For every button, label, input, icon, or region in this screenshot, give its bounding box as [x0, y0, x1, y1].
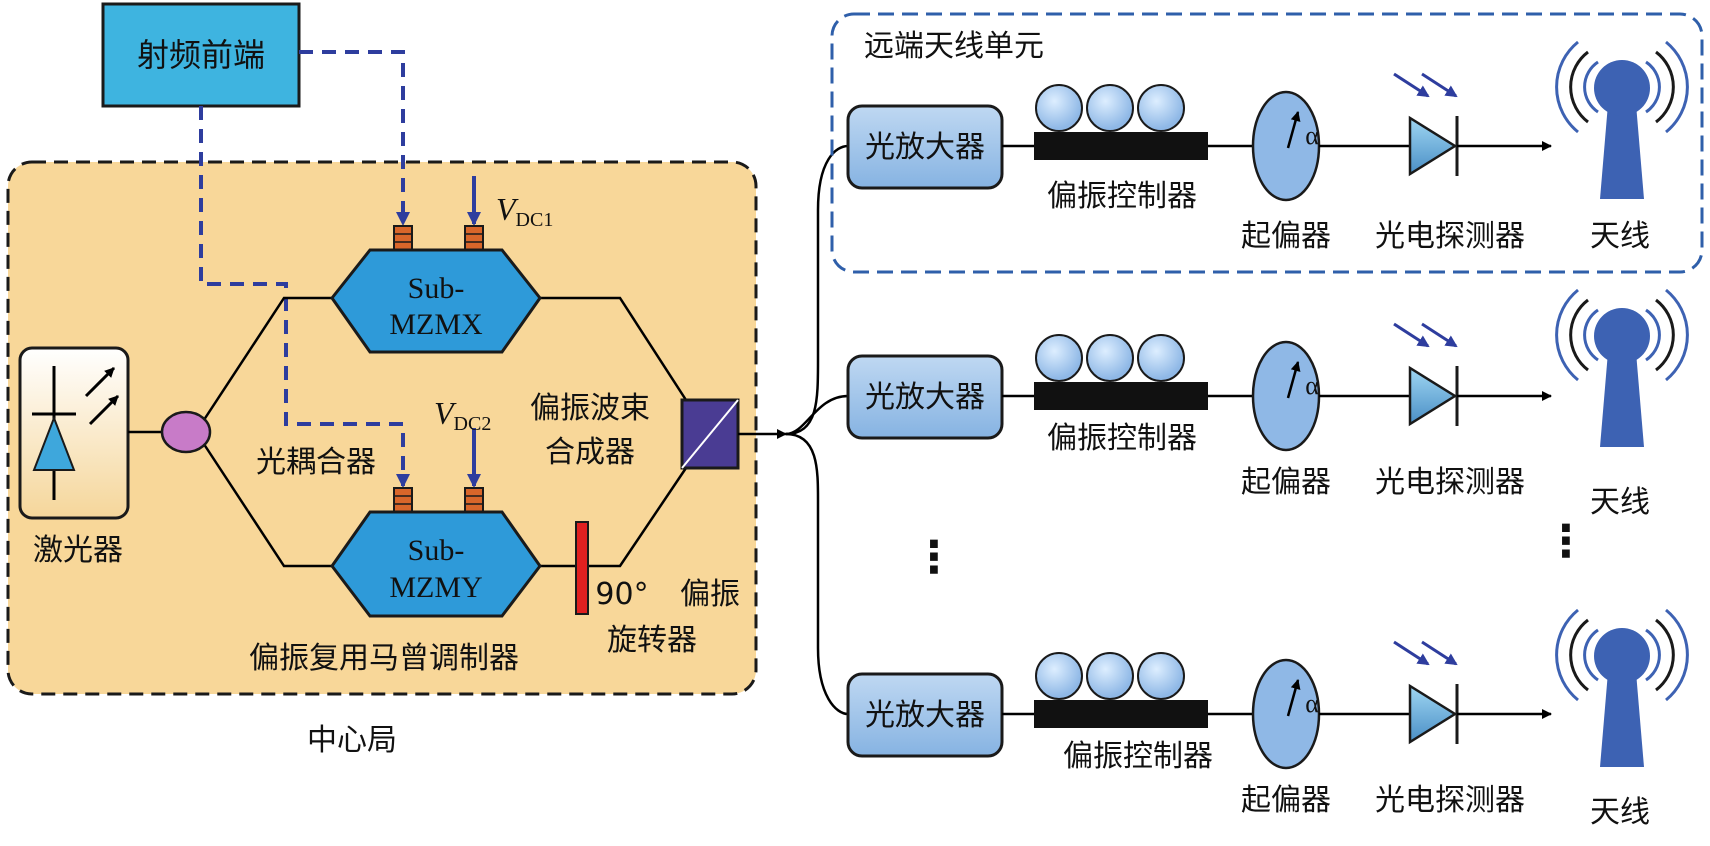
sub-mzm-x-label-2: MZMX [389, 308, 483, 341]
antenna-icon-3 [1555, 608, 1689, 769]
central-office-label: 中心局 [307, 723, 397, 758]
rf-frontend-label: 射频前端 [137, 36, 265, 74]
laser-label: 激光器 [33, 533, 123, 568]
central-office-box [6, 160, 758, 696]
laser-box [18, 346, 130, 520]
pbc-label-1: 偏振波束 [530, 391, 650, 426]
photodetector-label-2: 光电探测器 [1375, 465, 1525, 500]
sub-mzm-x-electrode-1 [393, 225, 413, 251]
pol-controller-label-2: 偏振控制器 [1047, 421, 1197, 456]
rf-signal-line-y [199, 106, 410, 488]
rotator-label-1: 偏振 [680, 577, 740, 612]
laser-emission-arrow-1 [84, 366, 116, 398]
alpha-label-3: α [1305, 689, 1319, 718]
sub-mzm-x [330, 248, 542, 354]
rotator-label-2: 旋转器 [607, 623, 697, 658]
sub-mzm-y-electrode-1 [393, 487, 413, 513]
antenna-label-2: 天线 [1590, 485, 1650, 520]
antenna-label-3: 天线 [1590, 795, 1650, 830]
alpha-label-1: α [1305, 121, 1319, 150]
alpha-label-2: α [1305, 371, 1319, 400]
amplifier-label-3: 光放大器 [865, 698, 985, 733]
ellipsis-right: ⋮ [1544, 516, 1588, 567]
splitter-branch-top [785, 144, 849, 436]
vdc1-label: VDC1 [496, 191, 553, 231]
photodetector-label-1: 光电探测器 [1375, 219, 1525, 254]
antenna-label-1: 天线 [1590, 219, 1650, 254]
coupler-icon [160, 410, 212, 454]
pol-controller-label-1: 偏振控制器 [1047, 179, 1197, 214]
pol-controller-label-3: 偏振控制器 [1063, 739, 1213, 774]
polarizer-label-1: 起偏器 [1241, 219, 1331, 254]
polarization-rotator [575, 521, 589, 615]
photodetector-label-3: 光电探测器 [1375, 783, 1525, 818]
remote-unit-label: 远端天线单元 [864, 29, 1044, 64]
rf-signal-line-x [299, 50, 410, 226]
remote-antenna-unit-box [830, 12, 1704, 274]
sub-mzm-y-label-1: Sub- [408, 534, 465, 567]
ellipsis-left: ⋮ [912, 532, 956, 583]
rotation-angle-label: 90° [595, 577, 648, 612]
amplifier-label-1: 光放大器 [865, 130, 985, 165]
coupler-label: 光耦合器 [256, 445, 376, 480]
amplifier-label-2: 光放大器 [865, 380, 985, 415]
sub-mzm-y-label-2: MZMY [389, 571, 482, 604]
modulator-label: 偏振复用马曾调制器 [249, 641, 519, 676]
antenna-icon-1 [1555, 40, 1689, 201]
laser-emission-arrow-2 [88, 394, 120, 426]
sub-mzm-x-label-1: Sub- [408, 272, 465, 305]
polarizer-label-2: 起偏器 [1241, 465, 1331, 500]
polarizer-label-3: 起偏器 [1241, 783, 1331, 818]
splitter-branch-middle [785, 394, 849, 436]
vdc2-label: VDC2 [434, 395, 491, 435]
laser-diode-icon [32, 415, 76, 471]
sub-mzm-y [330, 510, 542, 618]
splitter-branch-bottom [785, 432, 849, 716]
antenna-icon-2 [1555, 288, 1689, 449]
sub-mzm-y-electrode-2 [464, 487, 484, 513]
rf-frontend-box [101, 2, 301, 108]
pbc-label-2: 合成器 [545, 435, 635, 470]
sub-mzm-x-electrode-2 [464, 225, 484, 251]
